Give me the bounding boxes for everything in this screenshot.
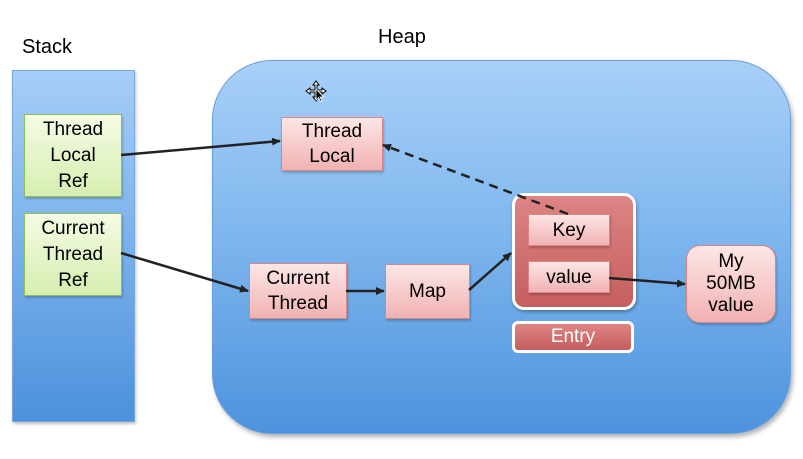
move-cursor-icon bbox=[305, 80, 327, 102]
heap-label: Heap bbox=[378, 26, 426, 48]
key-box[interactable]: Key bbox=[528, 214, 610, 246]
threadlocal-ref-box[interactable]: Thread Local Ref bbox=[24, 114, 122, 197]
currentthread-ref-box[interactable]: Current Thread Ref bbox=[24, 213, 122, 296]
stack-label: Stack bbox=[22, 36, 73, 58]
my-50mb-value-box[interactable]: My 50MB value bbox=[686, 245, 776, 323]
map-box[interactable]: Map bbox=[385, 264, 470, 319]
threadlocal-box[interactable]: Thread Local bbox=[281, 117, 383, 171]
value-box[interactable]: value bbox=[528, 261, 610, 293]
entry-label: Entry bbox=[512, 321, 634, 353]
currentthread-box[interactable]: Current Thread bbox=[249, 263, 347, 319]
